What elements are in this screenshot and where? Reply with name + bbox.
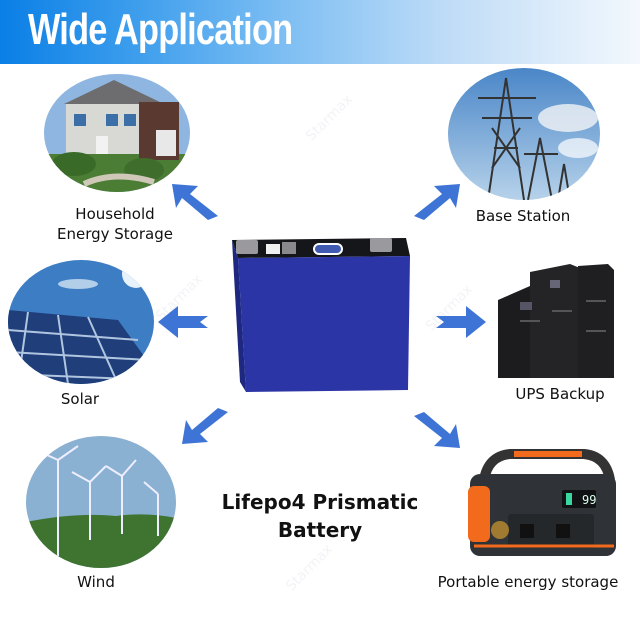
arrow-to-base-station-icon — [414, 184, 460, 220]
svg-text:99: 99 — [582, 493, 596, 507]
power-tower-photo — [448, 68, 600, 200]
label-line: UPS Backup — [515, 385, 605, 403]
arrow-to-portable-icon — [414, 412, 460, 448]
watermark: Starmax — [282, 541, 336, 595]
product-title-line2: Battery — [277, 518, 363, 542]
arrow-to-household-icon — [172, 184, 218, 220]
label-line: Wind — [77, 573, 115, 591]
header-banner: Wide Application — [0, 0, 640, 64]
label-line: Energy Storage — [57, 225, 173, 243]
arrow-to-solar-icon — [158, 306, 208, 338]
watermark: Starmax — [302, 91, 356, 145]
solar-panel-photo — [8, 260, 154, 384]
product-title: Lifepo4 Prismatic Battery — [205, 488, 435, 544]
ups-cabinet-photo — [490, 260, 616, 378]
base-station-label: Base Station — [458, 206, 588, 226]
solar-label: Solar — [40, 389, 120, 409]
wind-label: Wind — [56, 572, 136, 592]
ups-label: UPS Backup — [500, 384, 620, 404]
house-photo — [44, 74, 190, 192]
household-label: Household Energy Storage — [40, 204, 190, 244]
product-title-line1: Lifepo4 Prismatic — [221, 490, 419, 514]
portable-power-station-photo: 99 — [464, 440, 618, 562]
prismatic-battery-cell — [222, 232, 410, 392]
label-line: Base Station — [475, 207, 571, 225]
arrow-to-ups-icon — [436, 306, 486, 338]
page-title: Wide Application — [28, 5, 293, 54]
label-line: Solar — [60, 390, 100, 408]
label-line: Household — [75, 205, 155, 223]
wind-turbine-photo — [26, 436, 176, 568]
label-line: Portable energy storage — [437, 573, 619, 591]
portable-label: Portable energy storage — [426, 572, 630, 592]
arrow-to-wind-icon — [182, 408, 228, 444]
